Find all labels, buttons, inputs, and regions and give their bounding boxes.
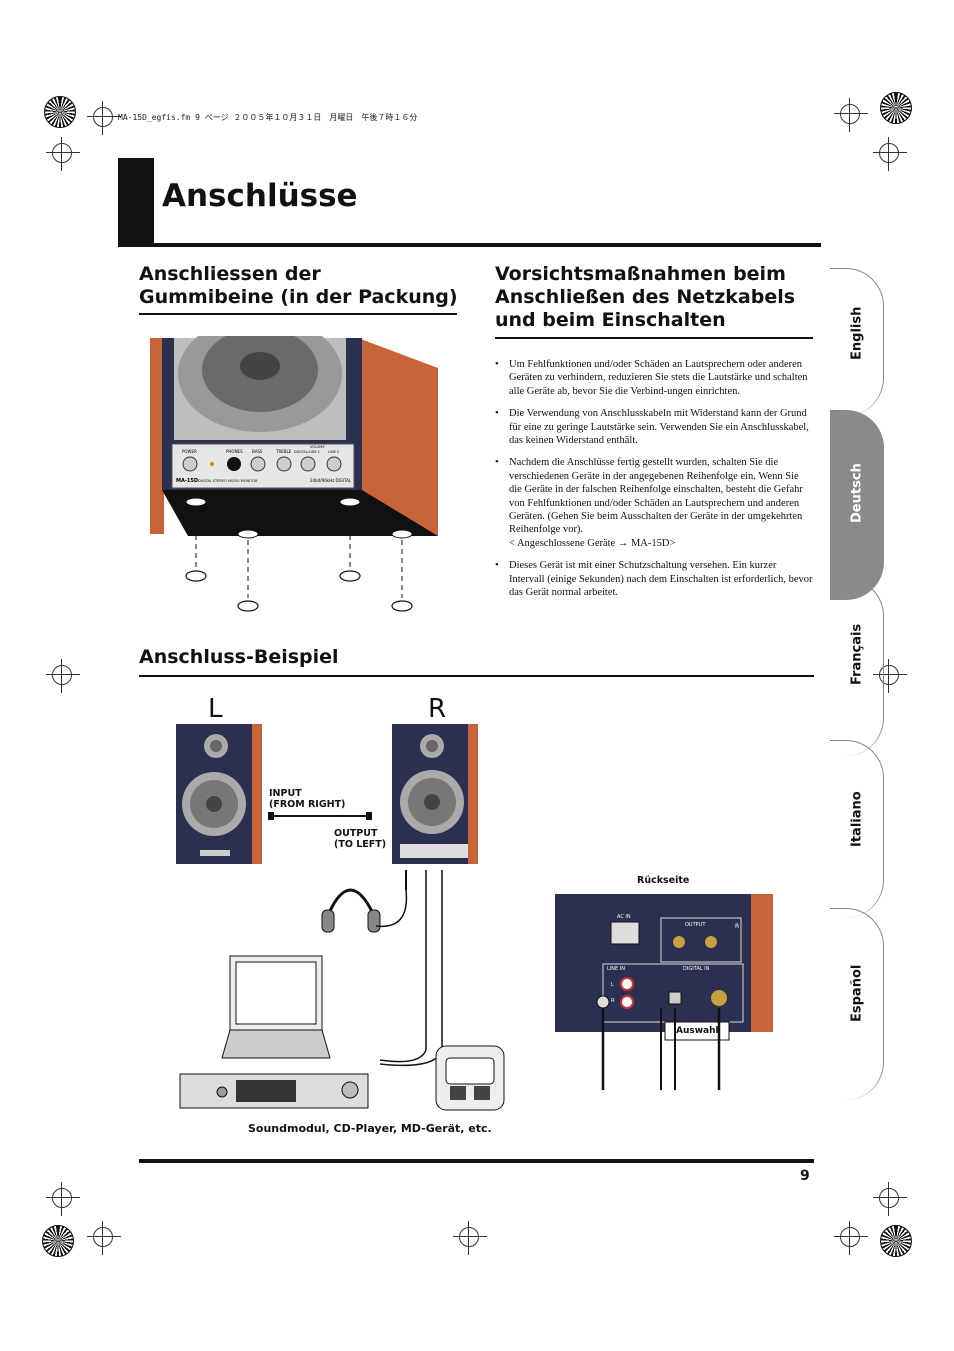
power-rule bbox=[495, 337, 813, 339]
cabinet-left-edge bbox=[150, 338, 164, 534]
bullet-item: Um Fehlfunktionen und/oder Schäden an La… bbox=[495, 358, 813, 398]
output-label: OUTPUT (TO LEFT) bbox=[334, 828, 387, 850]
bass-label: BASS bbox=[252, 449, 263, 454]
title-block bbox=[118, 158, 154, 244]
page-number: 9 bbox=[800, 1168, 810, 1184]
registration-mark bbox=[873, 1182, 907, 1216]
line2-label: LINE 2 bbox=[328, 450, 339, 454]
power-label: POWER bbox=[182, 449, 197, 454]
select-label: Auswahl bbox=[676, 1026, 719, 1036]
spec-label: 24bit/96kHz DIGITAL bbox=[310, 478, 352, 483]
rear-r-mark: R bbox=[735, 923, 739, 930]
feet-rule bbox=[139, 313, 457, 315]
tab-espanol[interactable]: Español bbox=[830, 908, 884, 1100]
registration-mark bbox=[834, 1221, 868, 1255]
input-label: INPUT (FROM RIGHT) bbox=[269, 788, 346, 810]
order-note: < Angeschlossene Geräte → MA-15D> bbox=[509, 537, 676, 549]
footer-rule bbox=[139, 1159, 814, 1163]
volume-label: VOLUME bbox=[310, 445, 325, 449]
model-subtitle: DIGITAL STEREO MICRO MONITOR bbox=[198, 479, 258, 483]
speaker-bottom-illustration: POWER PHONES BASS TREBLE VOLUME DIGITAL/… bbox=[150, 336, 438, 612]
source-caption: Soundmodul, CD-Player, MD-Gerät, etc. bbox=[248, 1122, 492, 1135]
feet-heading: Anschliessen der Gummibeine (in der Pack… bbox=[139, 263, 458, 308]
treble-label: TREBLE bbox=[275, 449, 292, 454]
left-speaker-label: L bbox=[208, 694, 223, 724]
registration-mark bbox=[46, 659, 80, 693]
registration-mark bbox=[46, 137, 80, 171]
phones-label: PHONES bbox=[226, 449, 243, 454]
registration-mark bbox=[453, 1221, 487, 1255]
cabinet-side bbox=[358, 338, 438, 536]
model-label: MA-15D bbox=[176, 478, 198, 484]
registration-mark bbox=[87, 101, 121, 135]
registration-burst-bottom-right bbox=[880, 1225, 912, 1257]
registration-burst-top-right bbox=[880, 92, 912, 124]
tab-deutsch[interactable]: Deutsch bbox=[830, 410, 884, 600]
registration-mark bbox=[46, 1182, 80, 1216]
power-heading: Vorsichtsmaßnahmen beim Anschließen des … bbox=[495, 263, 796, 331]
page-title: Anschlüsse bbox=[162, 178, 358, 214]
rear-label: Rückseite bbox=[637, 875, 690, 886]
digital-in-label: DIGITAL IN bbox=[683, 966, 710, 972]
connection-diagram bbox=[176, 724, 505, 1111]
ac-in-label: AC IN bbox=[617, 914, 631, 920]
bullet-item: Nachdem die Anschlüsse fertig gestellt w… bbox=[495, 456, 813, 550]
registration-mark bbox=[873, 137, 907, 171]
example-rule bbox=[139, 675, 814, 677]
line-in-l: L bbox=[611, 982, 614, 988]
bullet-item: Die Verwendung von Anschlusskabeln mit W… bbox=[495, 407, 813, 447]
example-heading: Anschluss-Beispiel bbox=[139, 646, 339, 668]
power-bullet-list: Um Fehlfunktionen und/oder Schäden an La… bbox=[495, 358, 813, 609]
title-rule bbox=[118, 243, 821, 247]
file-header: MA-15D_egfis.fm 9 ページ ２００５年１０月３１日 月曜日 午後… bbox=[118, 113, 418, 122]
registration-burst-top-left bbox=[44, 96, 76, 128]
right-speaker-label: R bbox=[428, 694, 447, 724]
tab-italiano[interactable]: Italiano bbox=[830, 740, 884, 918]
line-in-label: LINE IN bbox=[607, 966, 625, 972]
rear-output-label: OUTPUT bbox=[685, 922, 706, 928]
registration-mark bbox=[87, 1221, 121, 1255]
rear-panel-illustration: AC IN OUTPUT R LINE IN DIGITAL IN L R bbox=[555, 894, 773, 1090]
registration-burst-bottom-left bbox=[42, 1225, 74, 1257]
digital-line1-label: DIGITAL/LINE 1 bbox=[294, 450, 320, 454]
bullet-item: Dieses Gerät ist mit einer Schutzschaltu… bbox=[495, 559, 813, 599]
line-in-r: R bbox=[611, 998, 615, 1004]
tab-francais[interactable]: Français bbox=[830, 578, 884, 756]
registration-mark bbox=[873, 659, 907, 693]
tab-english[interactable]: English bbox=[830, 268, 884, 416]
registration-mark bbox=[834, 98, 868, 132]
